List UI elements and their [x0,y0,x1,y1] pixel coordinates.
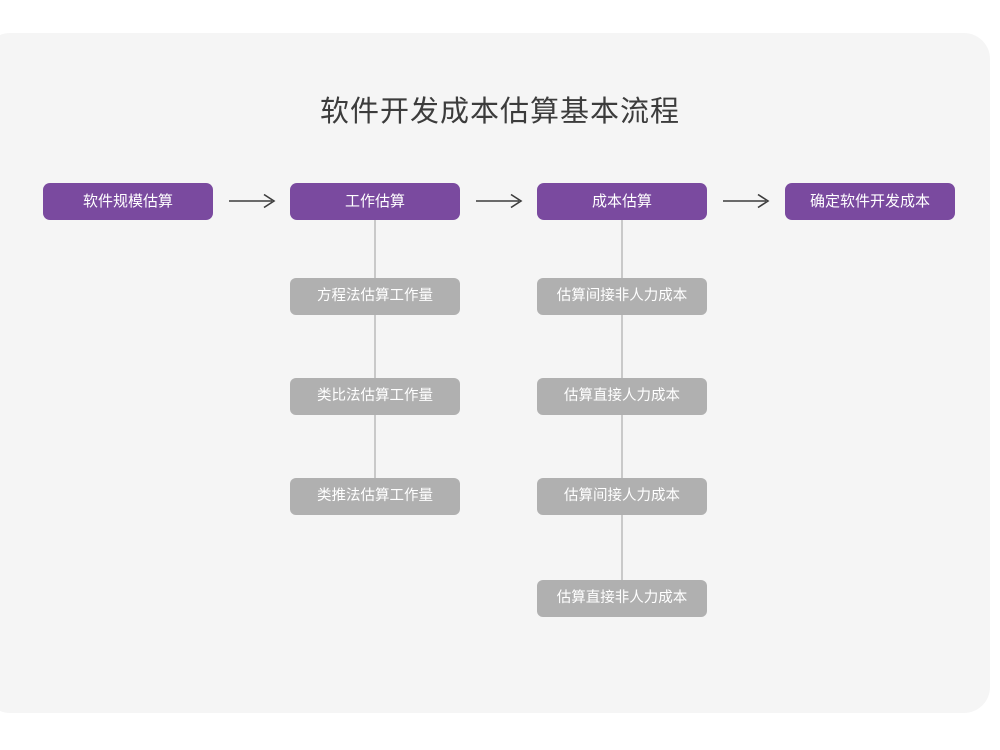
connector-line-stage2 [374,218,376,500]
substep-node-direct-nonlabor-cost[interactable]: 估算直接非人力成本 [537,580,707,617]
substep-node-direct-labor-cost[interactable]: 估算直接人力成本 [537,378,707,415]
stage-node-software-scale-estimation[interactable]: 软件规模估算 [43,183,213,220]
flow-arrow-1 [228,192,278,210]
substep-node-indirect-nonlabor-cost[interactable]: 估算间接非人力成本 [537,278,707,315]
stage-node-cost-estimation[interactable]: 成本估算 [537,183,707,220]
flow-arrow-2 [475,192,525,210]
stage-node-effort-estimation[interactable]: 工作估算 [290,183,460,220]
substep-node-indirect-labor-cost[interactable]: 估算间接人力成本 [537,478,707,515]
substep-node-equation-method-effort[interactable]: 方程法估算工作量 [290,278,460,315]
page-title: 软件开发成本估算基本流程 [319,96,680,128]
flow-arrow-3 [722,192,772,210]
substep-node-analogy-method-effort[interactable]: 类比法估算工作量 [290,378,460,415]
substep-node-inference-method-effort[interactable]: 类推法估算工作量 [290,478,460,515]
stage-node-determine-development-cost[interactable]: 确定软件开发成本 [785,183,955,220]
diagram-card [0,33,990,713]
